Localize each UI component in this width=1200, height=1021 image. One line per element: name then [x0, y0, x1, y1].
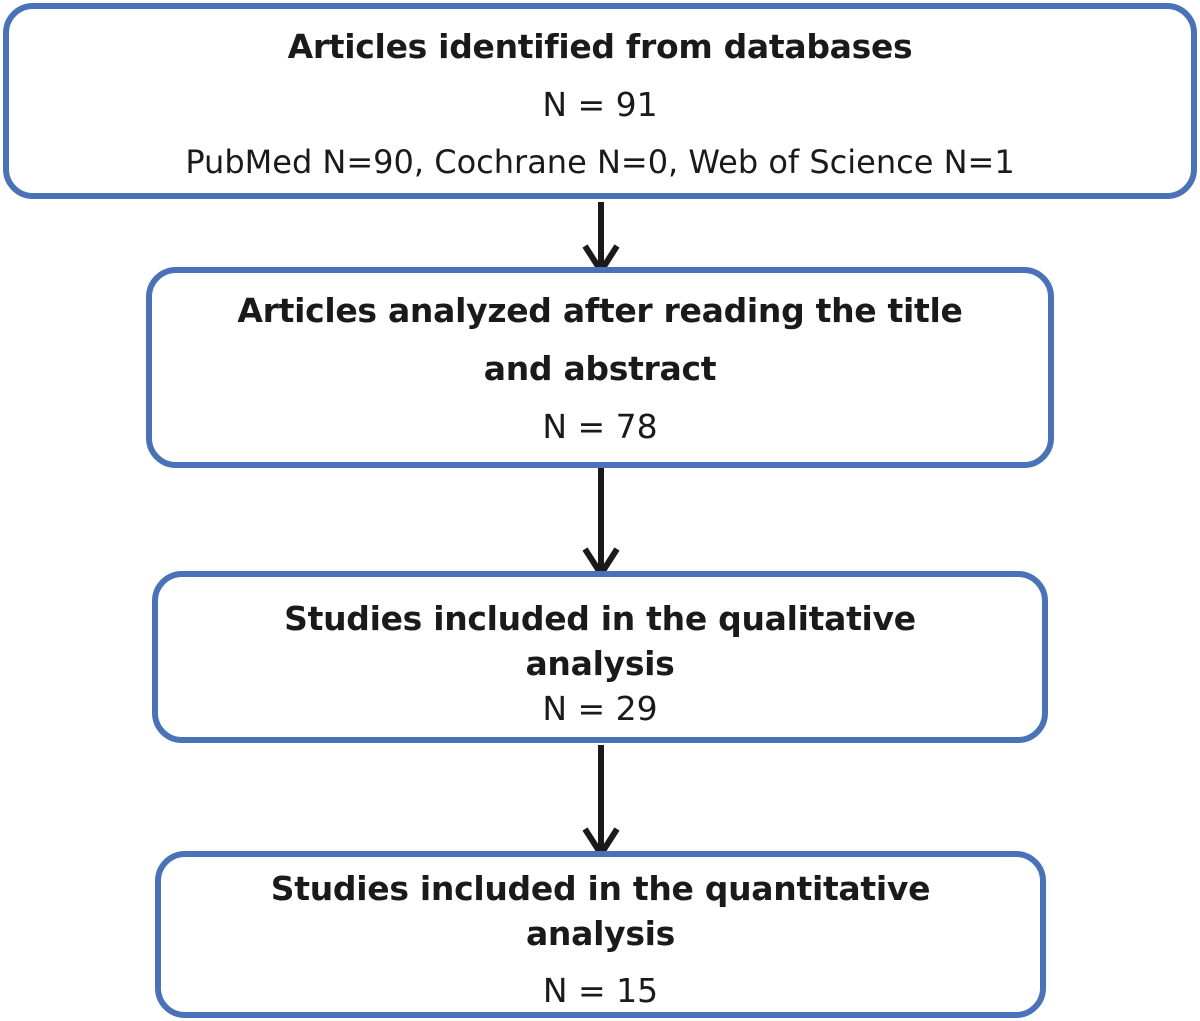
- box-title-line: analysis: [525, 914, 676, 953]
- box-title-line: Articles analyzed after reading the titl…: [237, 291, 963, 330]
- arrow-3-to-4: [582, 745, 620, 860]
- box-title-line: Articles identified from databases: [287, 27, 913, 66]
- box-detail: PubMed N=90, Cochrane N=0, Web of Scienc…: [185, 143, 1015, 181]
- box-count: N = 78: [542, 407, 658, 446]
- box-count: N = 91: [542, 85, 658, 124]
- flow-box-qualitative: Studies included in the qualitative anal…: [152, 571, 1048, 743]
- box-count: N = 29: [542, 689, 658, 728]
- box-title-line: and abstract: [483, 349, 717, 388]
- arrow-2-to-3: [582, 465, 620, 580]
- box-count: N = 15: [542, 971, 659, 1010]
- box-title-line: Studies included in the qualitative: [284, 599, 916, 638]
- flow-box-quantitative: Studies included in the quantitative ana…: [155, 851, 1046, 1018]
- box-title-line: Studies included in the quantitative: [270, 869, 931, 908]
- flow-box-screened: Articles analyzed after reading the titl…: [146, 267, 1054, 468]
- arrow-1-to-2: [582, 202, 620, 277]
- flow-box-identified: Articles identified from databases N = 9…: [3, 3, 1197, 199]
- box-title-line: analysis: [525, 644, 675, 683]
